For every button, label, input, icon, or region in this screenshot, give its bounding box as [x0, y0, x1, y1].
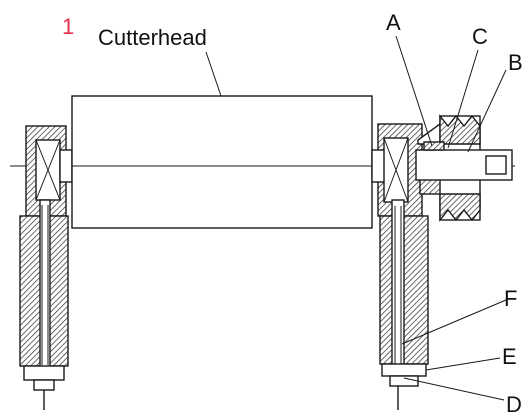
callout-leader-c [447, 49, 479, 149]
figure-number: 1 [62, 14, 74, 39]
callout-f: F [504, 286, 517, 311]
cutterhead-label: Cutterhead [98, 25, 207, 50]
callout-leader-b [467, 69, 507, 153]
left-bearing-housing [25, 125, 73, 217]
callout-leader-a [395, 35, 433, 147]
cutterhead-drum [71, 95, 373, 229]
right-bearing-housing [371, 123, 423, 217]
left-leg [19, 199, 69, 410]
callout-a: A [386, 10, 401, 35]
callout-leader-e [425, 357, 501, 371]
callout-e: E [502, 344, 517, 369]
callout-d: D [506, 392, 522, 415]
shaft-key [423, 141, 445, 151]
callout-b: B [508, 50, 523, 75]
callout-c: C [472, 24, 488, 49]
right-leg [379, 199, 429, 410]
callout-leader-f [401, 299, 507, 345]
shaft-end [415, 149, 513, 181]
callout-leader-d [403, 377, 505, 401]
